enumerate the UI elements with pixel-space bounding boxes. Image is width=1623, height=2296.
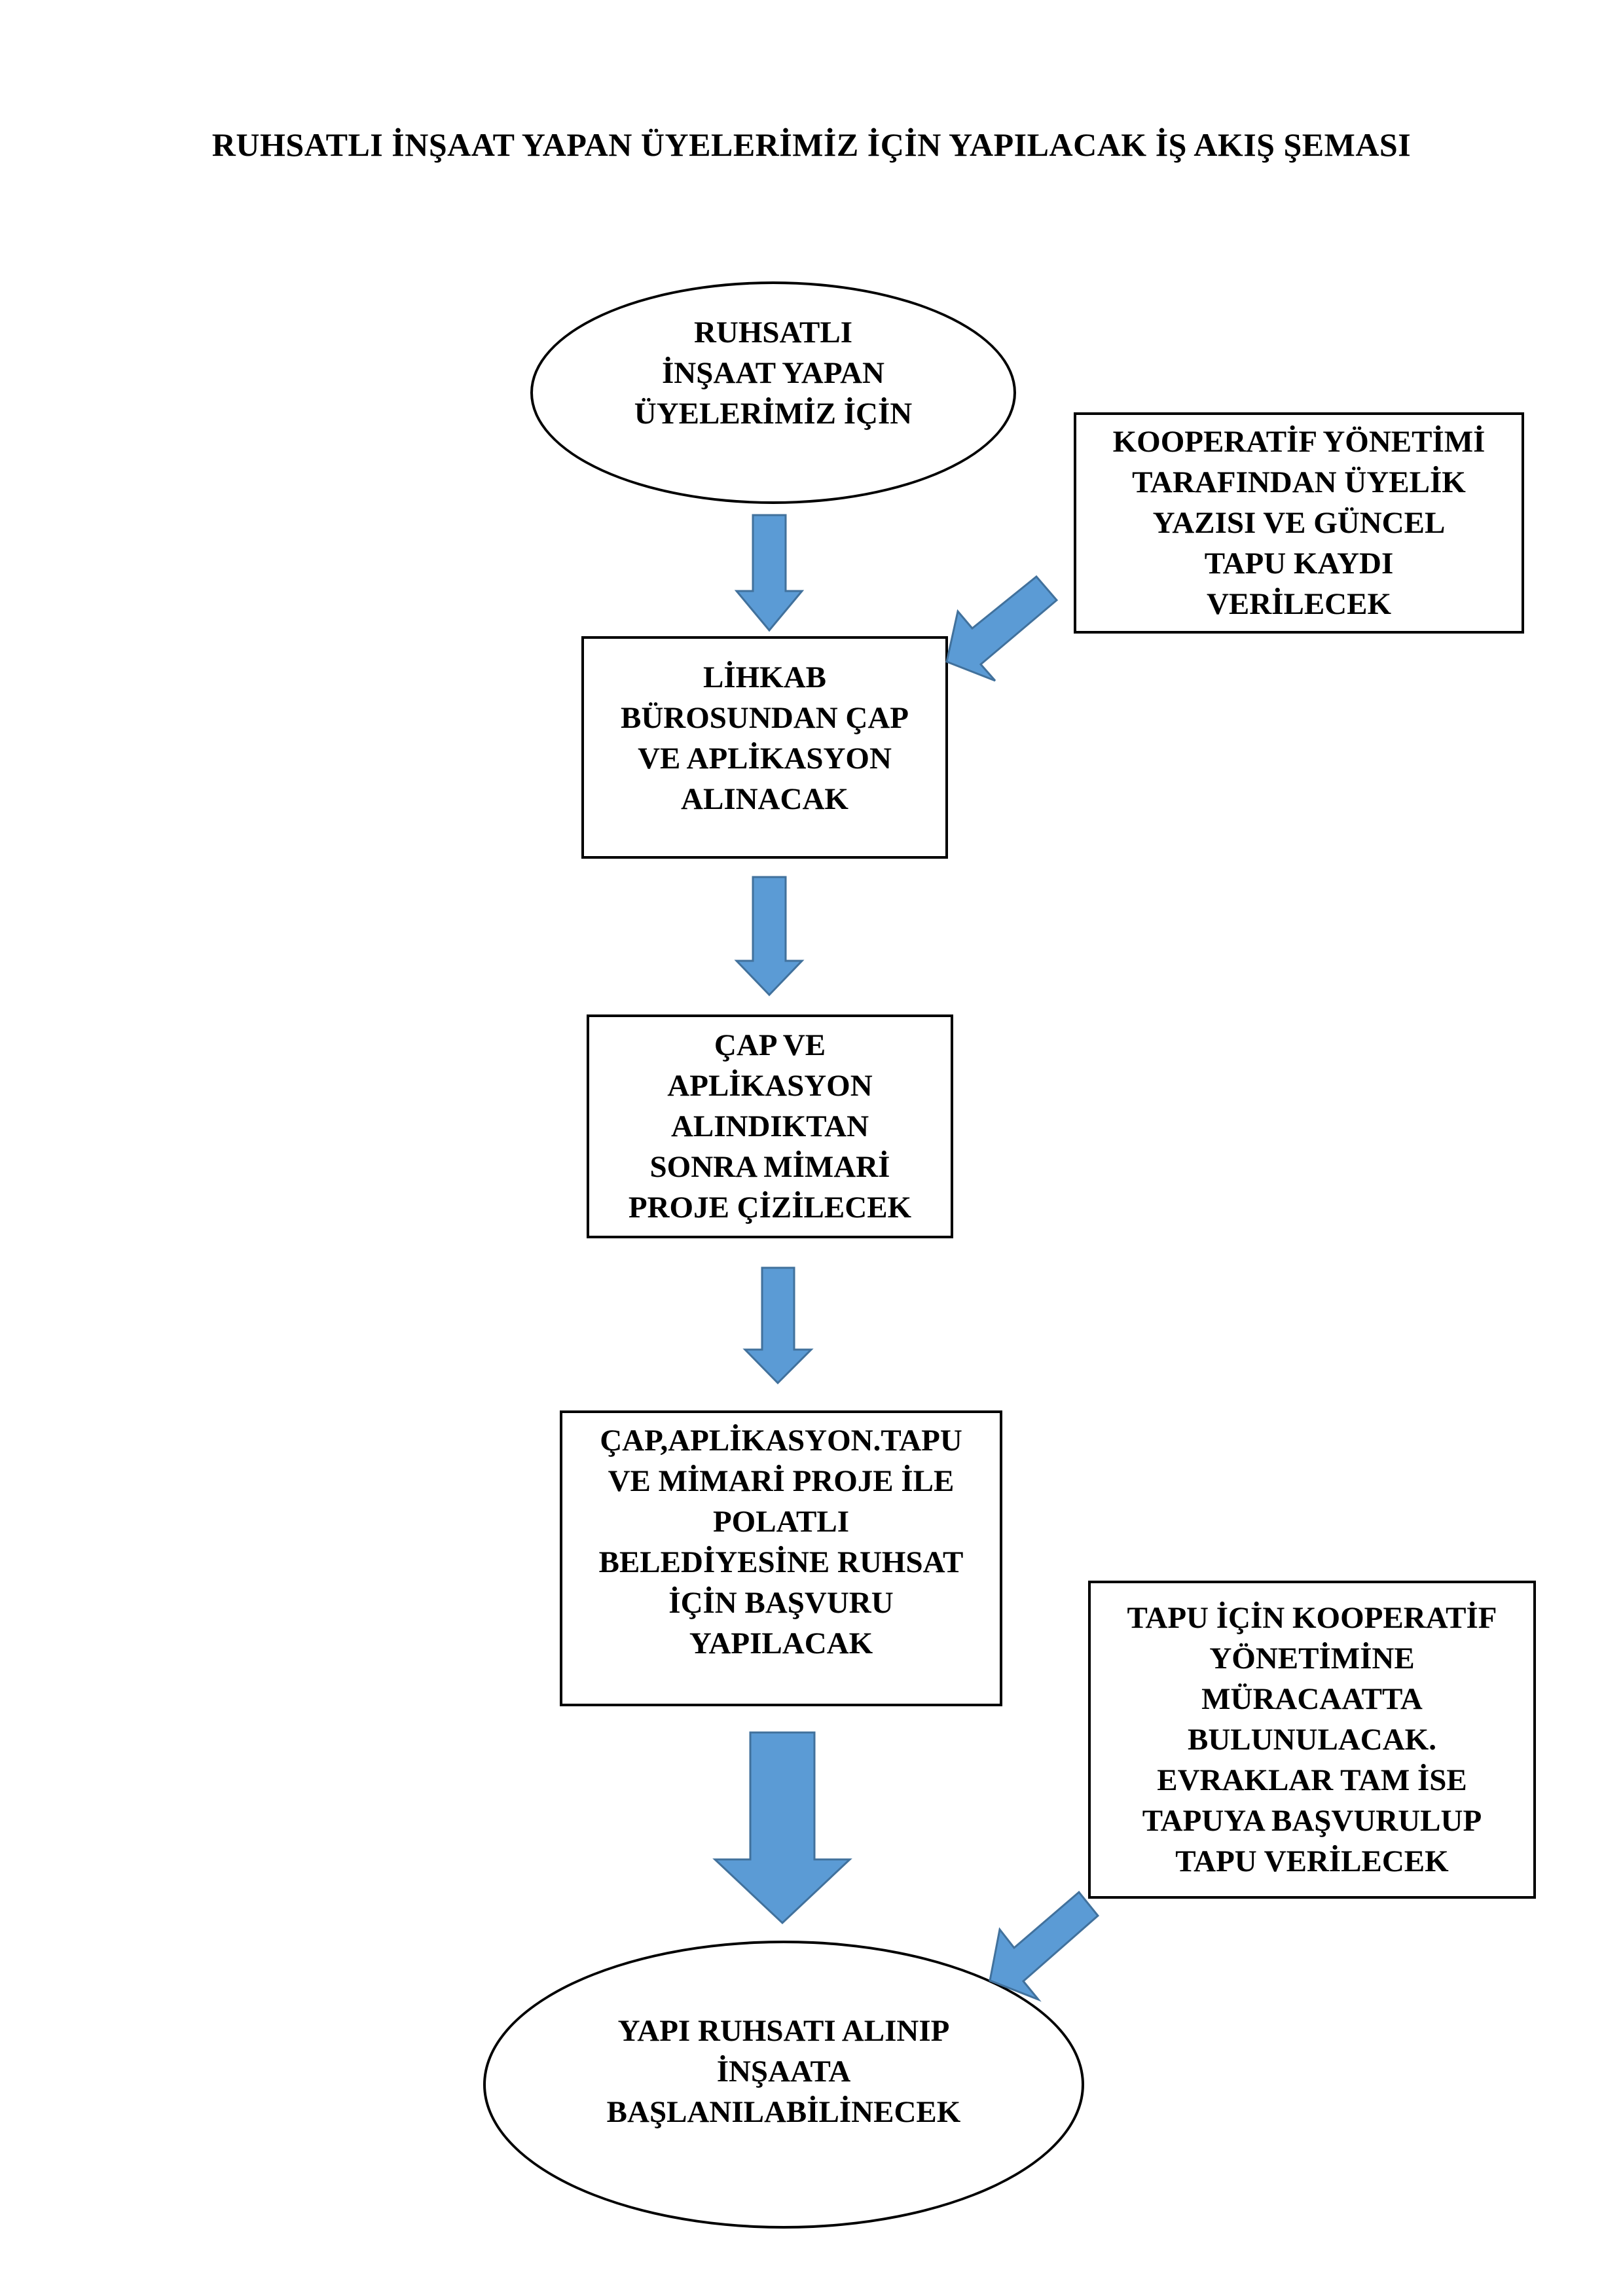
cooperative-note-box: KOOPERATİF YÖNETİMİ TARAFINDAN ÜYELİK YA… xyxy=(1074,412,1524,634)
application-label: ÇAP,APLİKASYON.TAPU VE MİMARİ PROJE İLE … xyxy=(598,1424,964,1660)
down-arrow-4 xyxy=(712,1731,852,1925)
end-label: YAPI RUHSATI ALINIP İNŞAATA BAŞLANILABİL… xyxy=(606,2014,961,2129)
start-ellipse: RUHSATLI İNŞAAT YAPAN ÜYELERİMİZ İÇİN xyxy=(530,281,1016,504)
page-title: RUHSATLI İNŞAAT YAPAN ÜYELERİMİZ İÇİN YA… xyxy=(211,126,1412,163)
down-arrow-2 xyxy=(734,876,805,997)
title-deed-note-label: TAPU İÇİN KOOPERATİF YÖNETİMİNE MÜRACAAT… xyxy=(1127,1601,1497,1878)
down-arrow-1 xyxy=(734,514,805,632)
start-label: RUHSATLI İNŞAAT YAPAN ÜYELERİMİZ İÇİN xyxy=(634,315,913,431)
down-arrow-3 xyxy=(742,1266,814,1385)
cooperative-note-label: KOOPERATİF YÖNETİMİ TARAFINDAN ÜYELİK YA… xyxy=(1112,425,1486,621)
title-deed-note-box: TAPU İÇİN KOOPERATİF YÖNETİMİNE MÜRACAAT… xyxy=(1088,1581,1536,1899)
end-ellipse: YAPI RUHSATI ALINIP İNŞAATA BAŞLANILABİL… xyxy=(483,1941,1084,2229)
diagonal-arrow-title-deed xyxy=(989,1890,1100,2002)
diagonal-arrow-cooperative xyxy=(945,575,1059,682)
application-box: ÇAP,APLİKASYON.TAPU VE MİMARİ PROJE İLE … xyxy=(560,1410,1002,1706)
lihkab-label: LİHKAB BÜROSUNDAN ÇAP VE APLİKASYON ALIN… xyxy=(621,660,909,816)
project-label: ÇAP VE APLİKASYON ALINDIKTAN SONRA MİMAR… xyxy=(628,1028,912,1225)
project-box: ÇAP VE APLİKASYON ALINDIKTAN SONRA MİMAR… xyxy=(587,1014,953,1238)
lihkab-box: LİHKAB BÜROSUNDAN ÇAP VE APLİKASYON ALIN… xyxy=(581,636,948,859)
